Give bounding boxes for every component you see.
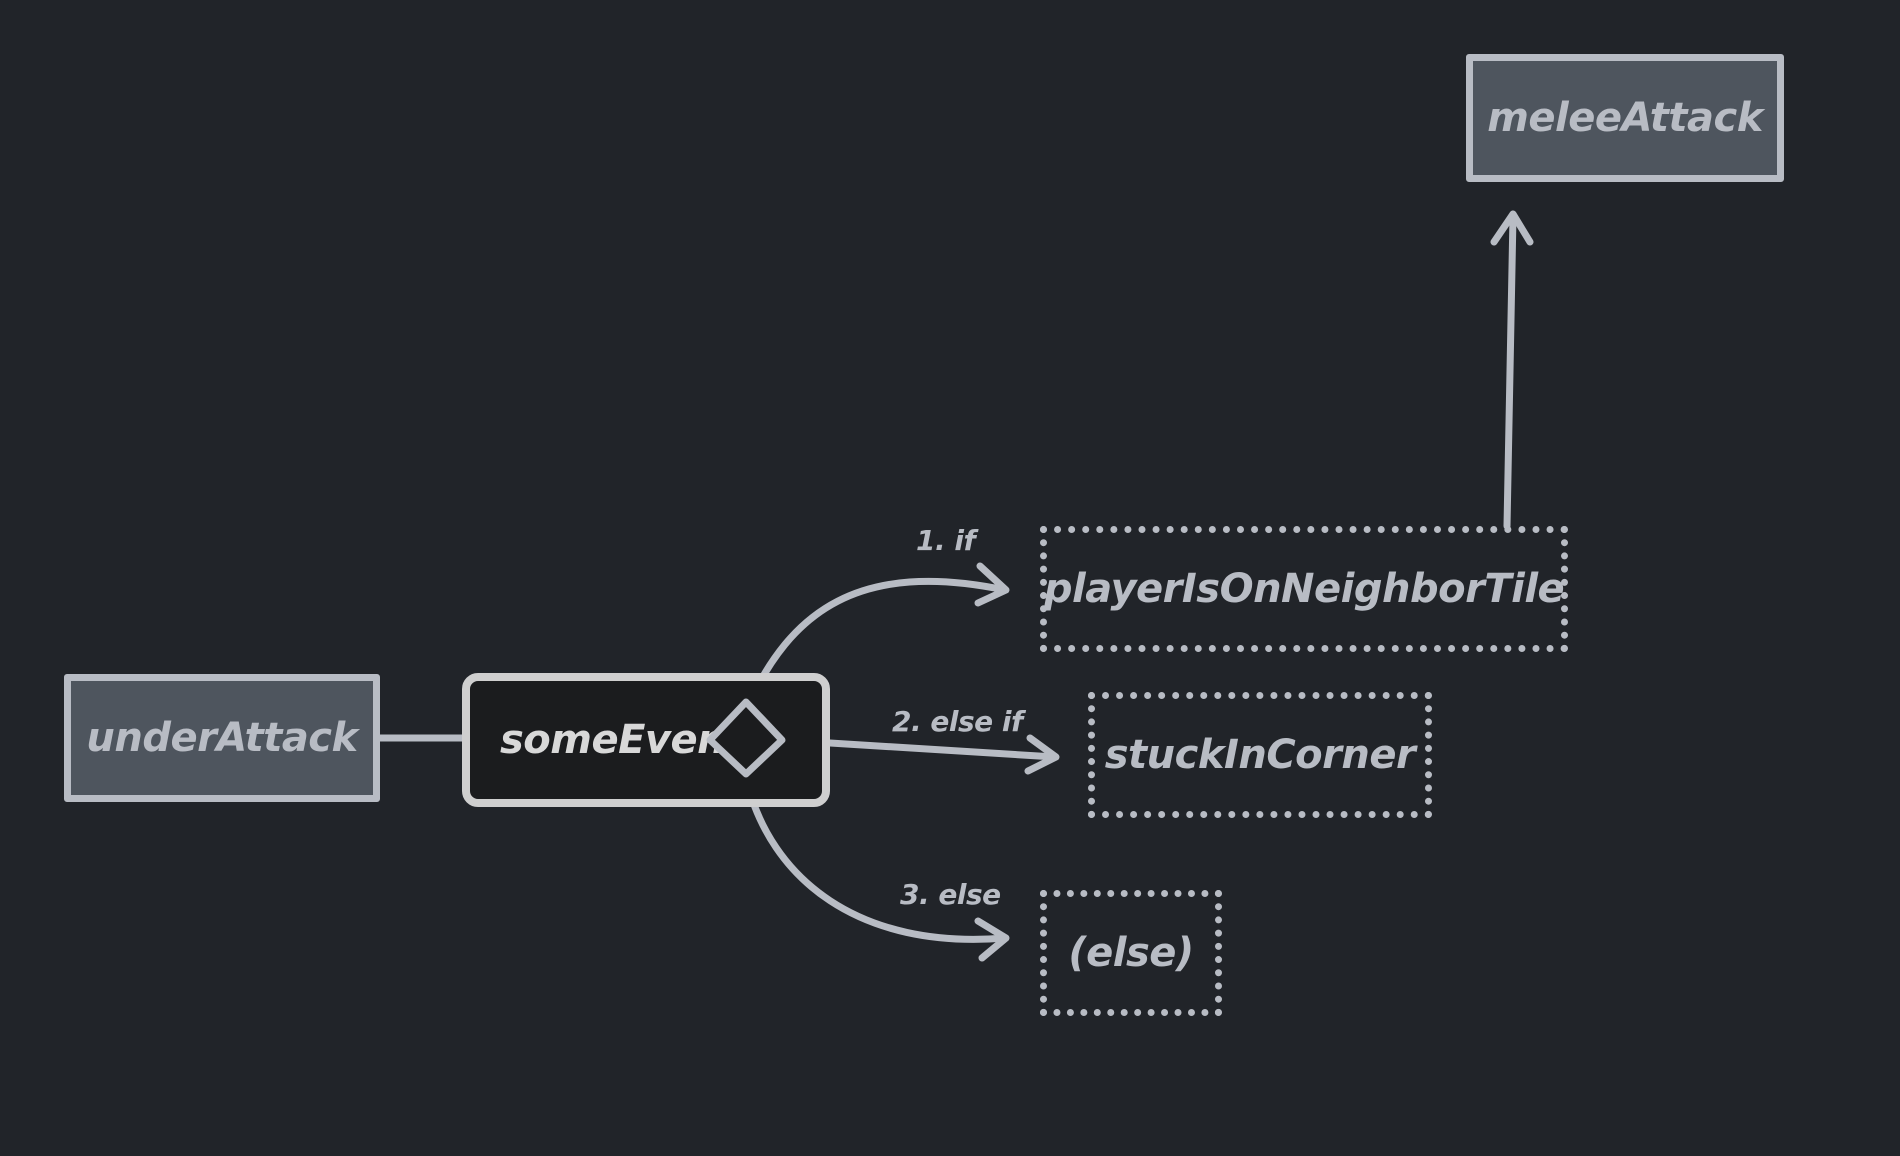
edge-else-arrowhead [974, 917, 1010, 962]
node-under-attack[interactable]: underAttack [64, 674, 380, 802]
node-player-is-on-neighbor-tile-label: playerIsOnNeighborTile [1043, 566, 1565, 612]
node-else-label: (else) [1068, 930, 1194, 976]
edge-label-else: 3. else [900, 878, 1001, 911]
edge-else-if-arrowhead [1024, 734, 1060, 775]
edge-to-melee-attack-arrowhead [1490, 210, 1534, 246]
edge-else-line [742, 774, 1009, 943]
edge-label-else-if: 2. else if [892, 705, 1023, 738]
node-some-event[interactable]: someEvent [462, 673, 830, 807]
node-stuck-in-corner[interactable]: stuckInCorner [1088, 692, 1432, 818]
node-stuck-in-corner-label: stuckInCorner [1104, 732, 1416, 778]
node-under-attack-label: underAttack [86, 715, 358, 761]
node-player-is-on-neighbor-tile[interactable]: playerIsOnNeighborTile [1040, 526, 1568, 652]
edge-label-if: 1. if [916, 524, 976, 557]
node-melee-attack[interactable]: meleeAttack [1466, 54, 1784, 182]
edge-to-melee-attack-line [1503, 212, 1517, 530]
edge-if-arrowhead [974, 562, 1010, 607]
node-melee-attack-label: meleeAttack [1487, 95, 1763, 141]
node-some-event-label: someEvent [500, 717, 744, 763]
node-else[interactable]: (else) [1040, 890, 1222, 1016]
